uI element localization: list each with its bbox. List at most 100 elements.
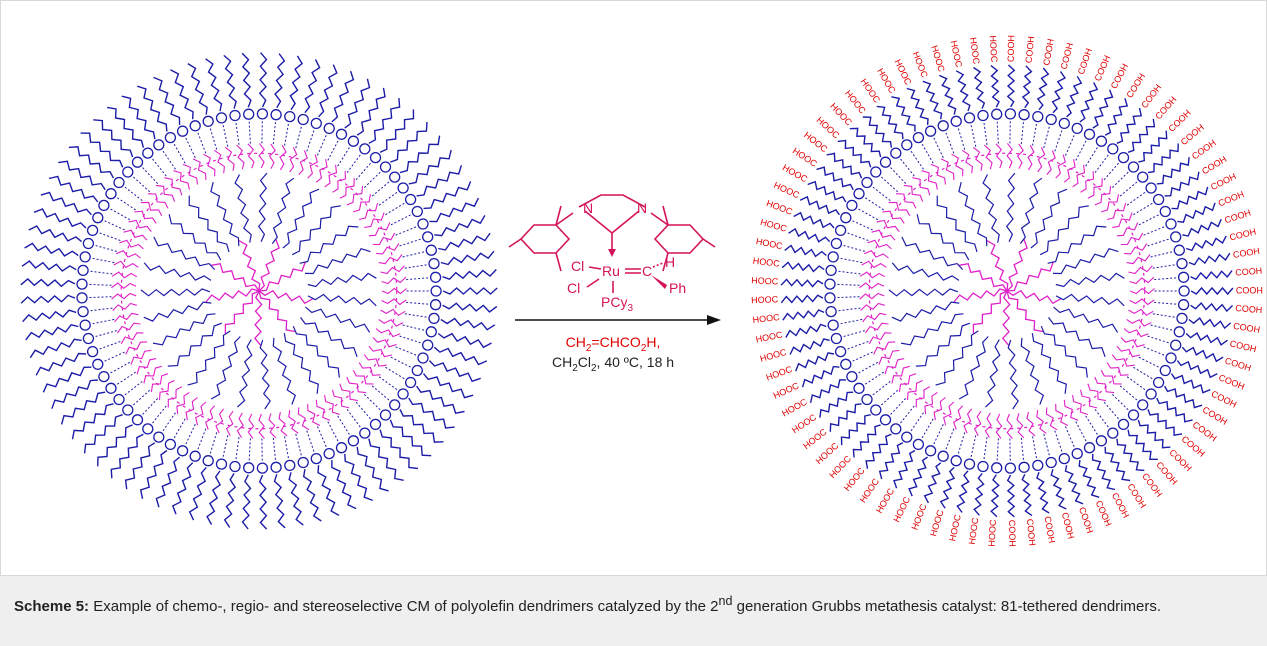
aryl-ring bbox=[215, 112, 228, 124]
aryl-ring bbox=[153, 431, 165, 443]
carboxylic-acid-label: HOOC bbox=[781, 162, 810, 184]
aryl-ring bbox=[98, 199, 110, 212]
ether-link bbox=[944, 428, 955, 451]
carboxylic-acid-label: COOH bbox=[1200, 154, 1228, 177]
junction-link bbox=[288, 410, 299, 434]
aryl-ring bbox=[937, 450, 949, 462]
alkyl-chain bbox=[1181, 346, 1224, 363]
carboxylic-acid-label: COOH bbox=[1229, 338, 1258, 354]
junction-link bbox=[158, 379, 175, 401]
junction-link bbox=[1120, 232, 1144, 246]
inner-branch bbox=[210, 336, 241, 400]
alkyl-chain bbox=[990, 474, 1000, 518]
ether-link bbox=[222, 435, 229, 459]
inner-branch bbox=[1005, 172, 1016, 243]
alkyl-chain bbox=[399, 135, 441, 174]
junction-link bbox=[372, 337, 397, 348]
alkyl-chain bbox=[20, 294, 76, 304]
core-branch bbox=[1001, 290, 1011, 346]
inner-branch bbox=[272, 337, 297, 405]
carboxylic-acid-label: COOH bbox=[1154, 460, 1179, 487]
carboxylic-acid-label: HOOC bbox=[790, 412, 818, 435]
alkyl-chain bbox=[124, 442, 156, 490]
junction-link bbox=[289, 147, 298, 173]
ether-link bbox=[306, 430, 315, 454]
ether-link bbox=[184, 423, 196, 446]
ether-link bbox=[1154, 277, 1178, 281]
aryl-ring bbox=[397, 388, 409, 400]
aryl-ring bbox=[1095, 135, 1108, 147]
ether-link bbox=[395, 346, 418, 357]
alkyl-chain bbox=[1104, 98, 1129, 136]
alkyl-chain bbox=[908, 456, 928, 497]
carboxylic-acid-label: COOH bbox=[1059, 42, 1075, 71]
ether-link bbox=[970, 435, 977, 459]
ether-link bbox=[115, 196, 136, 211]
ether-link bbox=[889, 166, 907, 184]
aryl-ring bbox=[77, 305, 89, 318]
ether-link bbox=[98, 341, 121, 350]
ether-link bbox=[402, 251, 426, 258]
alkyl-chain bbox=[1137, 419, 1171, 449]
aryl-ring bbox=[229, 460, 241, 473]
alkyl-chain bbox=[437, 332, 492, 349]
aryl-ring bbox=[1095, 435, 1108, 447]
junction-link bbox=[859, 292, 885, 300]
alkyl-chain bbox=[302, 469, 322, 522]
alkyl-chain bbox=[379, 109, 415, 153]
ether-link bbox=[1054, 430, 1063, 454]
aryl-ring bbox=[92, 212, 104, 224]
carboxylic-acid-label: COOH bbox=[1060, 511, 1076, 540]
alkyl-chain bbox=[22, 309, 77, 323]
aryl-ring bbox=[428, 312, 440, 325]
inner-branch bbox=[257, 172, 268, 243]
junction-link bbox=[1087, 383, 1106, 402]
junction-link bbox=[278, 411, 288, 437]
nhc-ring-top bbox=[578, 194, 646, 208]
mesityl-right-methyl-2 bbox=[702, 238, 716, 248]
alkyl-chain bbox=[206, 470, 222, 525]
junction-link bbox=[884, 358, 905, 375]
junction-link bbox=[1055, 154, 1066, 179]
junction-link bbox=[1111, 354, 1135, 367]
aryl-ring bbox=[425, 326, 437, 338]
carboxylic-acid-label: COOH bbox=[1235, 266, 1263, 278]
ether-link bbox=[996, 120, 999, 144]
aryl-ring bbox=[404, 193, 417, 206]
junction-link bbox=[368, 222, 391, 237]
junction-link bbox=[315, 159, 328, 183]
aryl-ring bbox=[1152, 376, 1165, 389]
aryl-ring bbox=[142, 423, 154, 435]
inner-branch bbox=[1047, 225, 1107, 264]
junction-link bbox=[268, 143, 276, 169]
aryl-ring bbox=[1173, 244, 1185, 256]
junction-link bbox=[1128, 265, 1153, 275]
junction-link bbox=[112, 302, 137, 311]
alkyl-chain bbox=[906, 87, 929, 125]
alkyl-chain bbox=[35, 352, 87, 376]
junction-link bbox=[903, 184, 924, 202]
core-branch bbox=[1006, 262, 1054, 292]
junction-link bbox=[128, 219, 152, 232]
junction-link bbox=[380, 265, 405, 275]
junction-link bbox=[315, 399, 331, 421]
ether-link bbox=[839, 318, 863, 325]
alkyl-chain bbox=[1164, 171, 1200, 197]
ether-link bbox=[1133, 366, 1154, 380]
ether-link bbox=[1150, 324, 1174, 331]
ether-link bbox=[406, 277, 430, 281]
ether-link bbox=[856, 207, 879, 221]
carboxylic-acid-label: HOOC bbox=[765, 364, 794, 383]
aryl-ring bbox=[824, 292, 836, 304]
figure-caption: Scheme 5: Example of chemo-, regio- and … bbox=[0, 576, 1267, 646]
junction-link bbox=[136, 358, 157, 375]
carboxylic-acid-label: COOH bbox=[1125, 482, 1148, 510]
aryl-ring bbox=[92, 358, 104, 370]
alkyl-chain bbox=[1006, 64, 1016, 108]
aryl-ring bbox=[1018, 461, 1030, 473]
junction-link bbox=[873, 341, 896, 355]
alkyl-chain bbox=[93, 119, 134, 158]
aryl-ring bbox=[1145, 388, 1157, 400]
junction-link bbox=[871, 229, 896, 241]
junction-link bbox=[203, 153, 216, 177]
